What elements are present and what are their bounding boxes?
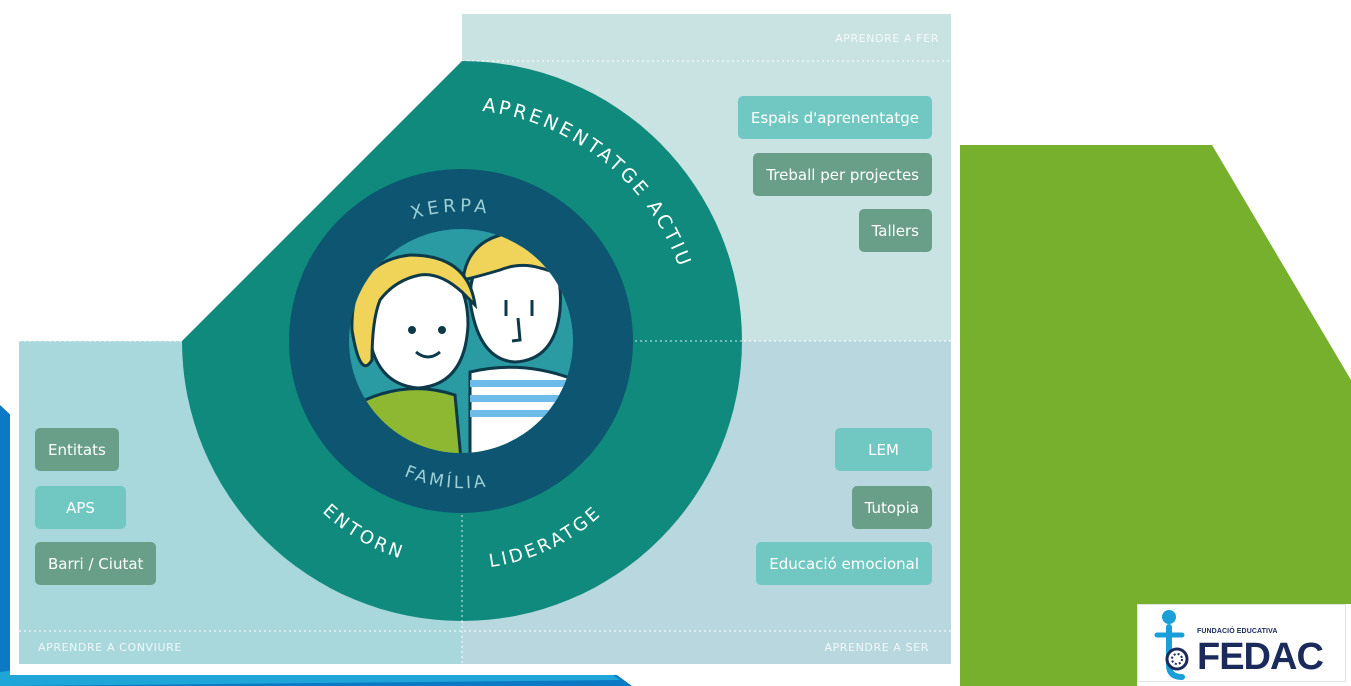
label-lideratge: LIDERATGE	[487, 502, 606, 572]
fedac-seal-icon	[1154, 610, 1189, 680]
label-aprenentatge-actiu: APRENENTATGE ACTIU	[481, 94, 696, 271]
label-xerpa: XERPA	[408, 195, 492, 224]
label-familia: FAMÍLIA	[402, 462, 489, 493]
quadrant-label-aprendre-a-ser: APRENDRE A SER	[824, 641, 929, 654]
children-illustration-icon	[350, 230, 573, 453]
logo-subtitle: FUNDACIÓ EDUCATIVA	[1197, 628, 1278, 635]
fedac-logo[interactable]: FUNDACIÓ EDUCATIVA FEDAC	[1137, 604, 1346, 682]
pill-treball-per-projectes[interactable]: Treball per projectes	[753, 153, 932, 196]
label-entorn: ENTORN	[319, 500, 408, 564]
pill-espais-aprenentatge[interactable]: Espais d'aprenentatge	[737, 96, 932, 139]
pill-tallers[interactable]: Tallers	[858, 209, 932, 252]
pill-tutopia[interactable]: Tutopia	[851, 486, 932, 529]
pill-lem[interactable]: LEM	[835, 428, 932, 471]
pill-entitats[interactable]: Entitats	[35, 428, 119, 471]
quadrant-label-aprendre-a-conviure: APRENDRE A CONVIURE	[38, 641, 182, 654]
pill-aps[interactable]: APS	[35, 486, 126, 529]
pill-barri-ciutat[interactable]: Barri / Ciutat	[35, 542, 157, 585]
quadrant-label-aprendre-a-fer: APRENDRE A FER	[835, 32, 939, 45]
logo-title: FEDAC	[1197, 636, 1324, 678]
pill-educacio-emocional[interactable]: Educació emocional	[756, 542, 932, 585]
green-background-shape	[608, 145, 1351, 686]
